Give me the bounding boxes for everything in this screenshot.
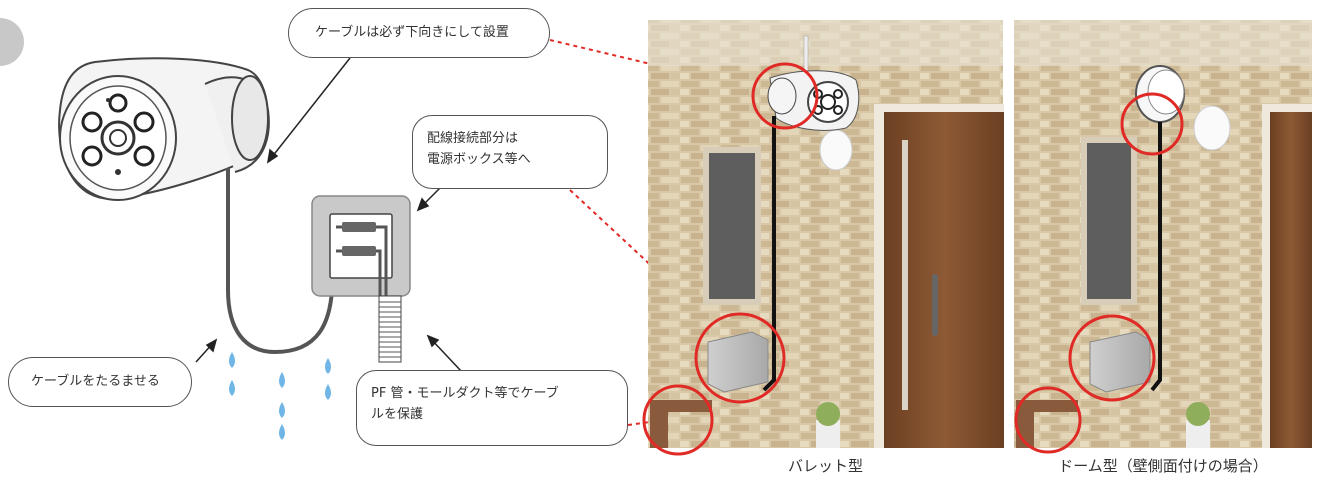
cable-sag-loop — [226, 168, 348, 355]
callout-cable-down-text: ケーブルは必ず下向きにして設置 — [315, 25, 509, 40]
caption-dome: ドーム型（壁側面付けの場合） — [1058, 457, 1268, 475]
caption-bullet: バレット型 — [787, 457, 863, 475]
bullet-install-photo — [642, 20, 1004, 456]
dome-install-photo — [1014, 20, 1312, 454]
bullet-camera-illustration — [58, 57, 270, 201]
callout-pf-line2: ルを保護 — [371, 407, 424, 422]
callout-pf-conduit: PF 管・モールダクト等でケーブ ルを保護 — [356, 370, 628, 446]
corner-tab — [0, 18, 24, 66]
callout-pf-line1: PF 管・モールダクト等でケーブ — [371, 386, 559, 401]
pointer-arrows — [195, 57, 463, 373]
junction-box-illustration — [311, 195, 411, 363]
callout-cable-down: ケーブルは必ず下向きにして設置 — [288, 8, 550, 58]
callout-wiring-line2: 電源ボックス等へ — [427, 152, 531, 167]
callout-sag: ケーブルをたるませる — [8, 357, 192, 407]
water-drops — [229, 352, 331, 440]
callout-wiring-line1: 配線接続部分は — [427, 131, 519, 146]
callout-wiring: 配線接続部分は 電源ボックス等へ — [412, 115, 608, 189]
callout-sag-text: ケーブルをたるませる — [31, 374, 160, 389]
